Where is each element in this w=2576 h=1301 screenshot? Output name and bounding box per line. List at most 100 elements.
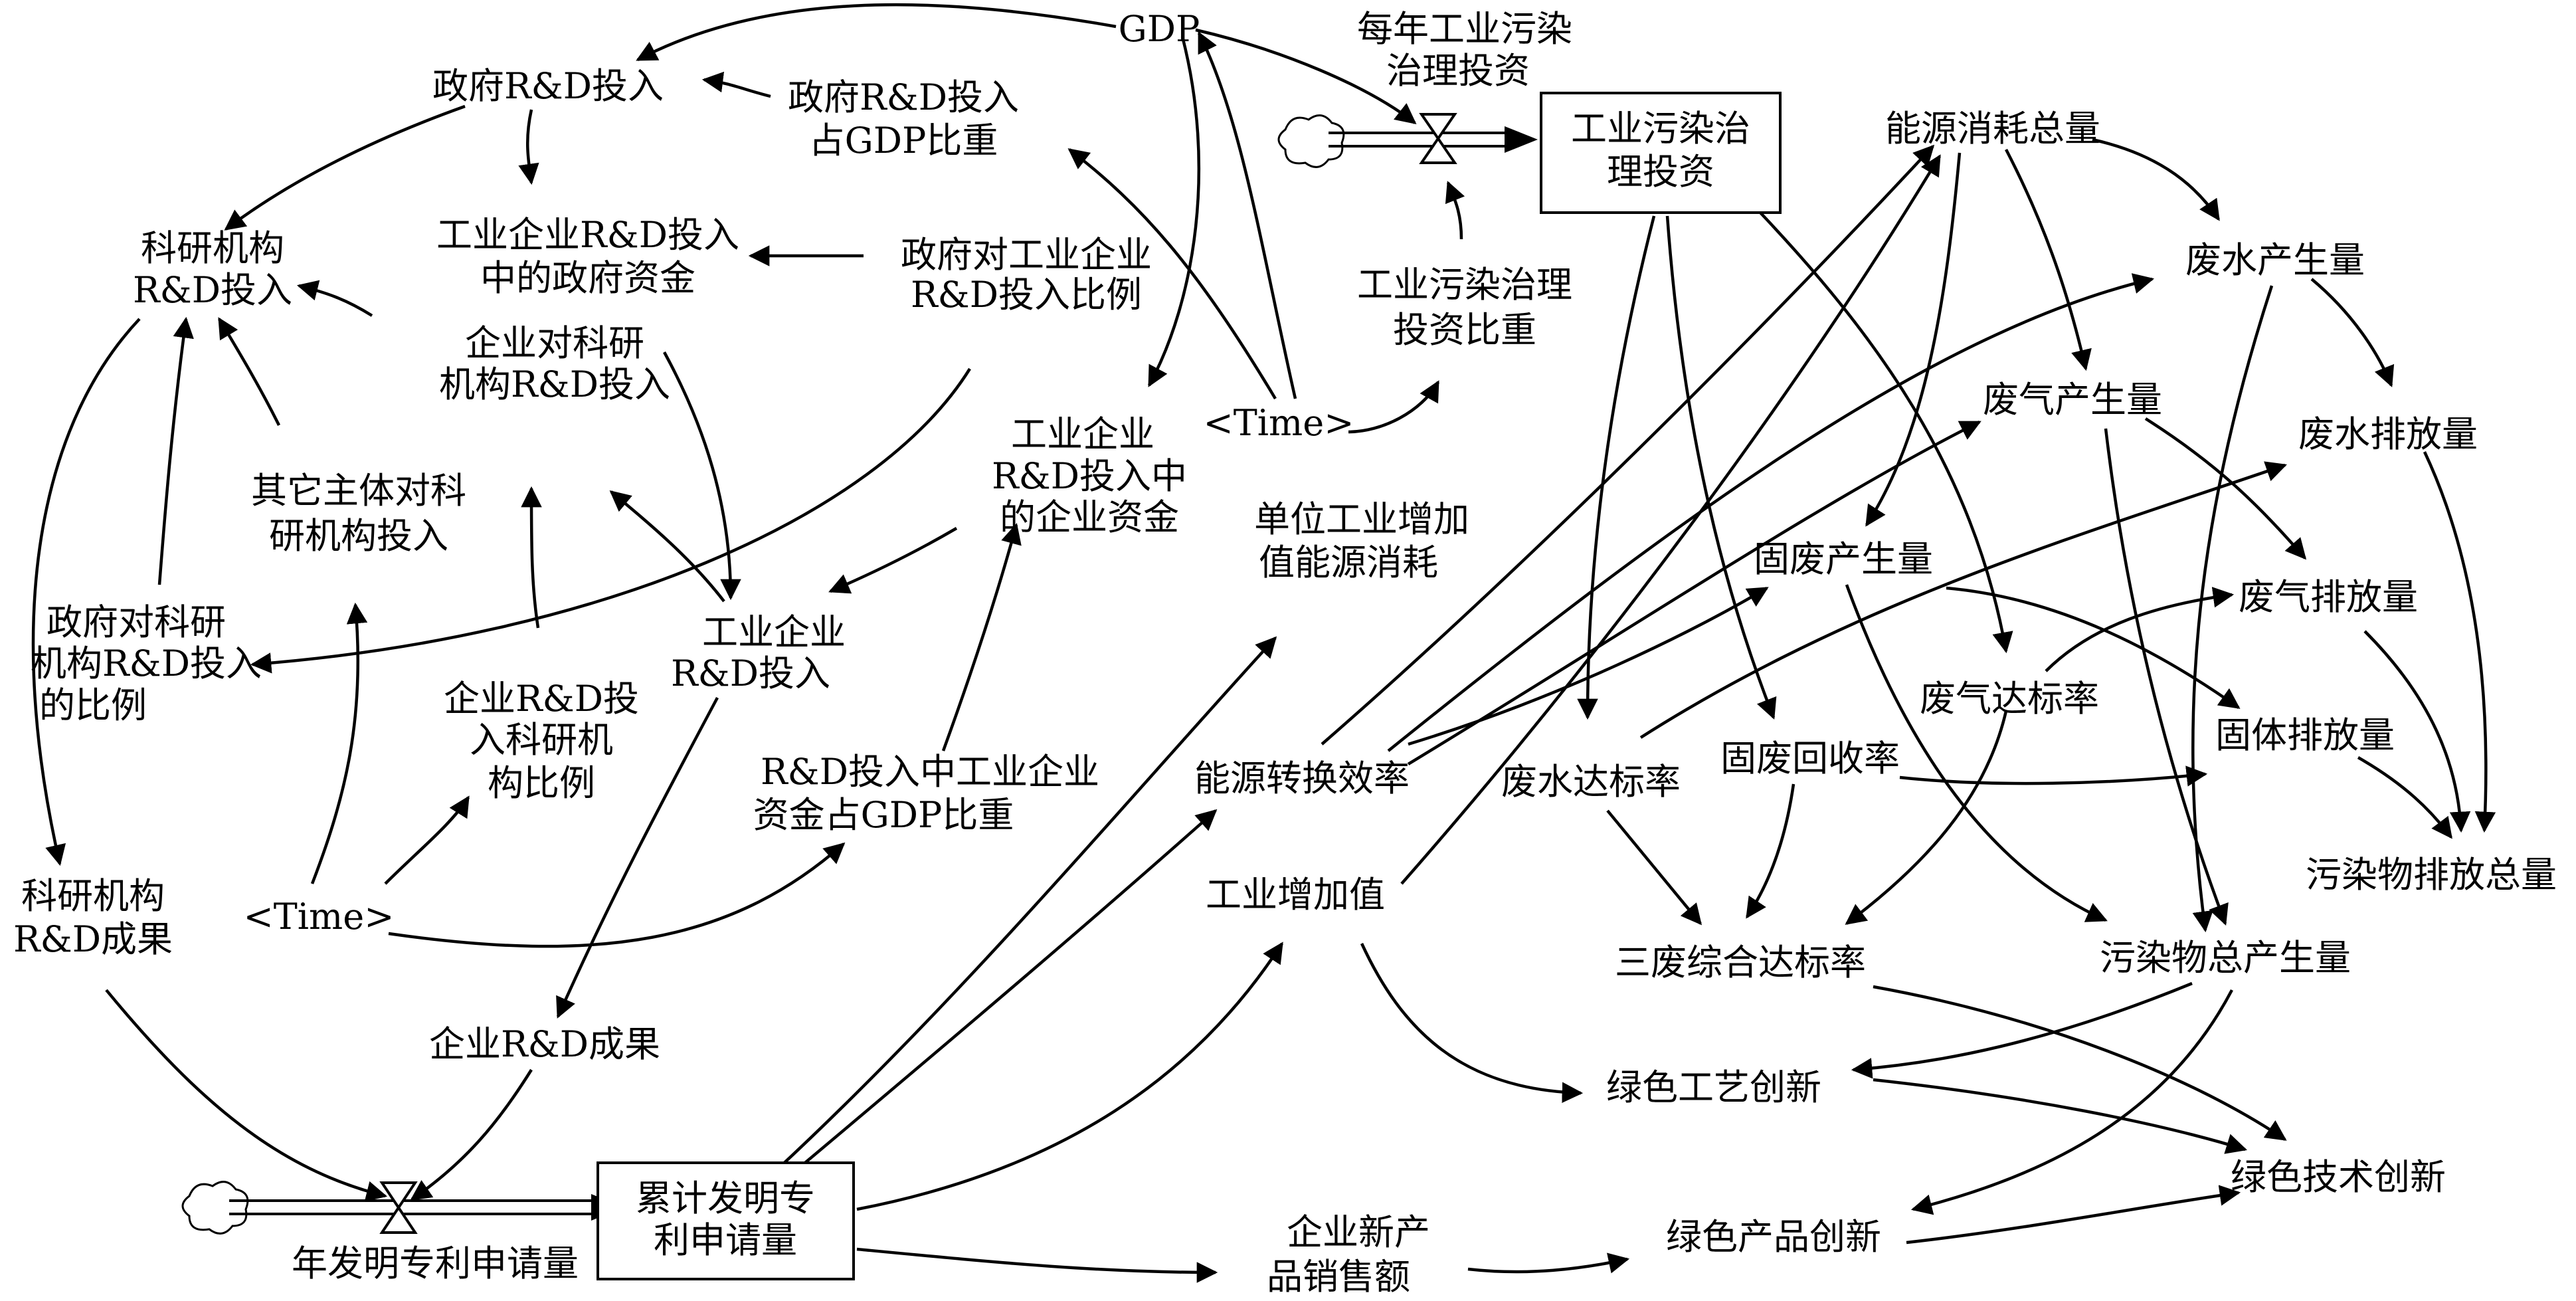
- link-cum-unitenergy: [776, 636, 1277, 1171]
- link-govent-govinst: [250, 367, 971, 674]
- var-ent-rd-gov-fund-1: 工业企业R&D投入: [436, 214, 739, 256]
- var-inst-output-1: 科研机构: [21, 875, 165, 917]
- var-gov-ent-rd-ratio-1: 政府对工业企业: [901, 234, 1152, 276]
- link-time-ratio: [1067, 148, 1277, 400]
- var-gov-rd: 政府R&D投入: [432, 65, 664, 107]
- stock-pollution-investment[interactable]: 工业污染治 理投资: [1540, 92, 1782, 214]
- link-energy-ww: [2092, 138, 2220, 221]
- link-greenprod-greentech: [1906, 1185, 2241, 1245]
- stock-box: [597, 1161, 855, 1280]
- var-green-process: 绿色工艺创新: [1606, 1066, 1821, 1108]
- var-inst-rd-2: R&D投入: [133, 269, 292, 311]
- link-inst-instout: [31, 318, 141, 866]
- var-ent-rd-gov-fund-2: 中的政府资金: [480, 257, 695, 299]
- link-govinst-inst: [157, 316, 194, 585]
- link-solidrec-three: [1746, 783, 1795, 919]
- link-other-inst: [218, 317, 281, 427]
- link-time-govinst: [310, 602, 368, 884]
- link-eff-energy: [1321, 144, 1935, 746]
- patent-flow: [181, 1181, 624, 1235]
- link-gdp-govrd: [636, 3, 1117, 61]
- var-gov-to-inst-ratio-1: 政府对科研: [46, 601, 226, 643]
- var-ent-rd-own-fund-1: 工业企业: [1011, 413, 1154, 455]
- link-solidrec-solidemit: [1899, 765, 2208, 787]
- var-ent-rd-own-fund-3: 的企业资金: [1000, 496, 1179, 538]
- var-ent-rd-to-inst-ratio-2: 入科研机: [470, 719, 613, 761]
- var-ent-to-inst-rd-2: 机构R&D投入: [439, 363, 670, 405]
- link-entrd-entout: [556, 696, 719, 1019]
- link-wg-total: [2104, 428, 2229, 926]
- var-green-product: 绿色产品创新: [1666, 1216, 1881, 1258]
- var-ent-to-inst-rd-1: 企业对科研: [465, 322, 644, 364]
- valve-icon: [379, 1181, 418, 1234]
- link-wwrate-wwemit: [1639, 461, 2287, 739]
- var-time-left: <Time>: [244, 896, 395, 938]
- patent-flow-pipe: [229, 1199, 591, 1215]
- cloud-source-icon: [1277, 114, 1345, 168]
- stock-cumulative-patents[interactable]: 累计发明专 利申请量: [597, 1161, 855, 1280]
- link-total-greenproc: [1851, 981, 2193, 1079]
- link-entout-valve: [410, 1068, 533, 1201]
- link-wgemit-emittotal: [2363, 630, 2471, 833]
- invest-flow-pipe: [1329, 132, 1505, 148]
- var-ent-rd-to-inst-ratio-1: 企业R&D投: [444, 678, 639, 720]
- link-wgrate-three: [1845, 710, 2008, 925]
- link-enttoinst-inst: [296, 280, 373, 317]
- var-gov-to-inst-ratio-3: 的比例: [39, 684, 147, 726]
- var-unit-energy-2: 值能源消耗: [1259, 542, 1438, 583]
- link-entratio-other: [521, 486, 542, 629]
- var-annual-pollution-invest-1: 每年工业污染: [1357, 8, 1572, 50]
- link-sales-greenprod: [1467, 1252, 1630, 1274]
- var-solid-emit: 固体排放量: [2215, 714, 2395, 756]
- var-ent-fund-gdp-ratio-2: 资金占GDP比重: [753, 794, 1014, 836]
- var-ent-rd-1: 工业企业: [702, 611, 846, 653]
- link-time-gdp: [1197, 31, 1297, 399]
- link-iva-energy: [1400, 154, 1941, 885]
- link-govrd-inst: [224, 104, 466, 231]
- link-time-entfund: [388, 842, 846, 948]
- stock-label-line1: 累计发明专: [636, 1177, 815, 1219]
- link-ww-wwemit: [2310, 278, 2395, 387]
- link-gdp-annualinvest: [1195, 28, 1417, 124]
- var-new-product-sales-2: 品销售额: [1267, 1256, 1410, 1298]
- link-enttoinst-entrd: [663, 351, 741, 601]
- var-time-mid: <Time>: [1204, 402, 1354, 444]
- link-solid-total: [1845, 584, 2108, 922]
- link-three-greentech: [1873, 985, 2287, 1141]
- stock-box: [1540, 92, 1782, 214]
- var-ind-value-added: 工业增加值: [1206, 874, 1385, 916]
- var-ent-fund-gdp-ratio-1: R&D投入中工业企业: [761, 751, 1099, 793]
- link-wwemit-emittotal: [2423, 451, 2496, 833]
- var-solidwaste-gen: 固废产生量: [1754, 538, 1933, 580]
- link-entrd-enttoinst: [609, 490, 725, 603]
- var-ent-rd-to-inst-ratio-3: 构比例: [488, 762, 595, 804]
- var-wastegas-emit: 废气排放量: [2239, 576, 2418, 618]
- var-new-product-sales-1: 企业新产: [1287, 1211, 1430, 1253]
- var-energy-eff: 能源转换效率: [1194, 757, 1410, 799]
- stock-label-line2: 理投资: [1607, 151, 1714, 193]
- cloud-source-icon: [181, 1181, 249, 1235]
- link-total-greenprod: [1910, 989, 2233, 1215]
- link-inv-wwrate: [1577, 215, 1656, 720]
- link-eff-wastegas: [1407, 420, 1981, 765]
- link-time-invratio: [1348, 380, 1439, 434]
- var-ent-output: 企业R&D成果: [429, 1023, 660, 1065]
- var-inst-output-2: R&D成果: [13, 918, 173, 960]
- var-annual-patents: 年发明专利申请量: [292, 1243, 579, 1284]
- link-entfund-entown: [941, 522, 1022, 751]
- link-time-entratio: [384, 795, 470, 885]
- var-gdp: GDP: [1119, 8, 1200, 50]
- var-gov-ent-rd-ratio-2: R&D投入比例: [911, 274, 1142, 316]
- var-ent-rd-own-fund-2: R&D投入中: [992, 455, 1187, 497]
- var-inst-rd-1: 科研机构: [141, 227, 284, 269]
- link-wwrate-three: [1606, 809, 1702, 926]
- var-pollution-invest-ratio-1: 工业污染治理: [1357, 264, 1572, 306]
- link-govrd-entgov: [518, 109, 539, 185]
- link-ratio-govrd: [701, 71, 771, 98]
- link-invratio-valve: [1445, 181, 1465, 240]
- link-instout-valve: [105, 989, 388, 1202]
- link-gdp-entown: [1148, 36, 1201, 387]
- var-wastewater-gen: 废水产生量: [2185, 239, 2365, 281]
- var-unit-energy-1: 单位工业增加: [1254, 498, 1469, 540]
